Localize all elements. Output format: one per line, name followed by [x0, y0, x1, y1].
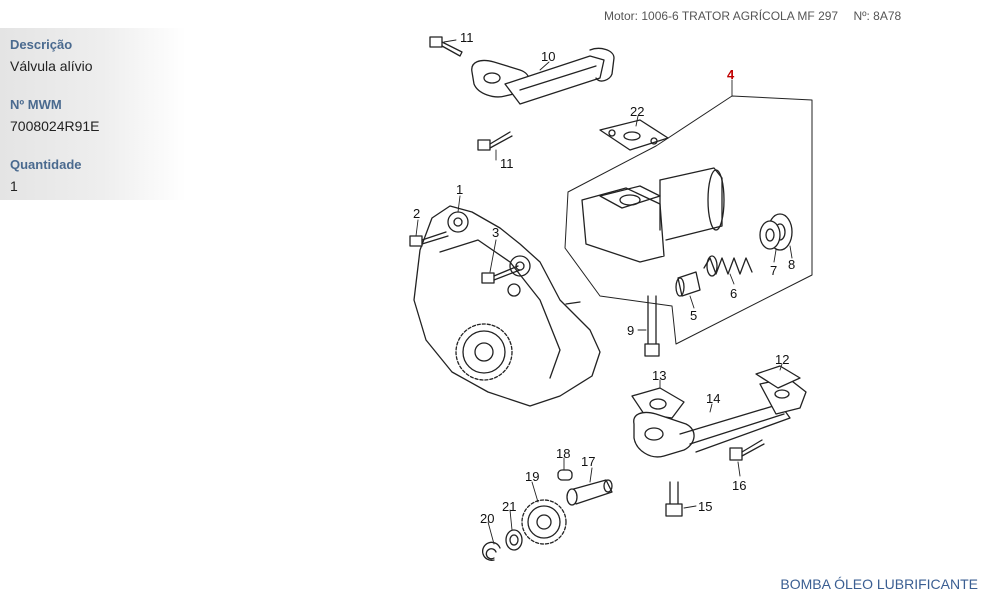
- part-label-12: 12: [775, 352, 789, 367]
- bolt-11-top: [429, 36, 463, 57]
- part-label-22: 22: [630, 104, 644, 119]
- part-label-4: 4: [727, 67, 735, 82]
- part-label-13: 13: [652, 368, 666, 383]
- description-label: Descrição: [10, 37, 73, 52]
- part-label-21: 21: [502, 499, 516, 514]
- bolt-9: [644, 295, 660, 357]
- bolt-15: [665, 481, 683, 517]
- pump-body-1: [413, 205, 601, 407]
- header-info: Motor: 1006-6 TRATOR AGRÍCOLA MF 297 Nº:…: [604, 9, 901, 23]
- motor-title: Motor: 1006-6 TRATOR AGRÍCOLA MF 297: [604, 9, 839, 23]
- part-label-18: 18: [556, 446, 570, 461]
- part-label-6: 6: [730, 286, 737, 301]
- part-label-3: 3: [492, 225, 499, 240]
- gear-on-pump: [455, 323, 513, 381]
- gasket-13: [631, 387, 685, 419]
- mwm-number-value: 7008024R91E: [10, 118, 100, 134]
- bolt-3: [481, 265, 521, 284]
- washer-21: [505, 529, 523, 551]
- part-label-7: 7: [770, 263, 777, 278]
- pipe-14-drawing: [633, 377, 807, 458]
- part-label-19: 19: [525, 469, 539, 484]
- part-label-2: 2: [413, 206, 420, 221]
- part-label-20: 20: [480, 511, 494, 526]
- pipe-10-drawing: [471, 47, 615, 105]
- plunger-5: [675, 271, 701, 297]
- spring-6: [703, 255, 753, 277]
- quantity-label: Quantidade: [10, 157, 82, 172]
- pin-18: [557, 469, 573, 481]
- shaft-17: [566, 479, 613, 506]
- leader-lines: [415, 39, 793, 545]
- diagram-number: Nº: 8A78: [853, 9, 902, 23]
- relief-valve-assembly-4: [564, 95, 813, 345]
- quantity-value: 1: [10, 178, 18, 194]
- description-value: Válvula alívio: [10, 58, 93, 74]
- diagram-title: BOMBA ÓLEO LUBRIFICANTE: [780, 576, 978, 592]
- part-label-17: 17: [581, 454, 595, 469]
- mwm-number-label: Nº MWM: [10, 97, 62, 112]
- circlip-20: [482, 541, 501, 561]
- part-label-14: 14: [706, 391, 720, 406]
- gear-19: [521, 499, 567, 545]
- part-label-11-bottom: 11: [500, 156, 514, 171]
- part-label-9: 9: [627, 323, 634, 338]
- part-label-10: 10: [541, 49, 555, 64]
- part-label-16: 16: [732, 478, 746, 493]
- washer-7-8: [759, 213, 793, 251]
- part-label-5: 5: [690, 308, 697, 323]
- part-details-panel: Descrição Válvula alívio Nº MWM 7008024R…: [0, 28, 186, 200]
- part-label-1: 1: [456, 182, 463, 197]
- part-label-8: 8: [788, 257, 795, 272]
- bolt-11-bottom: [477, 131, 513, 151]
- part-label-15: 15: [698, 499, 712, 514]
- bolt-16: [729, 439, 765, 461]
- gasket-22: [599, 119, 669, 151]
- gasket-12: [755, 365, 801, 389]
- part-label-11-top: 11: [460, 30, 474, 45]
